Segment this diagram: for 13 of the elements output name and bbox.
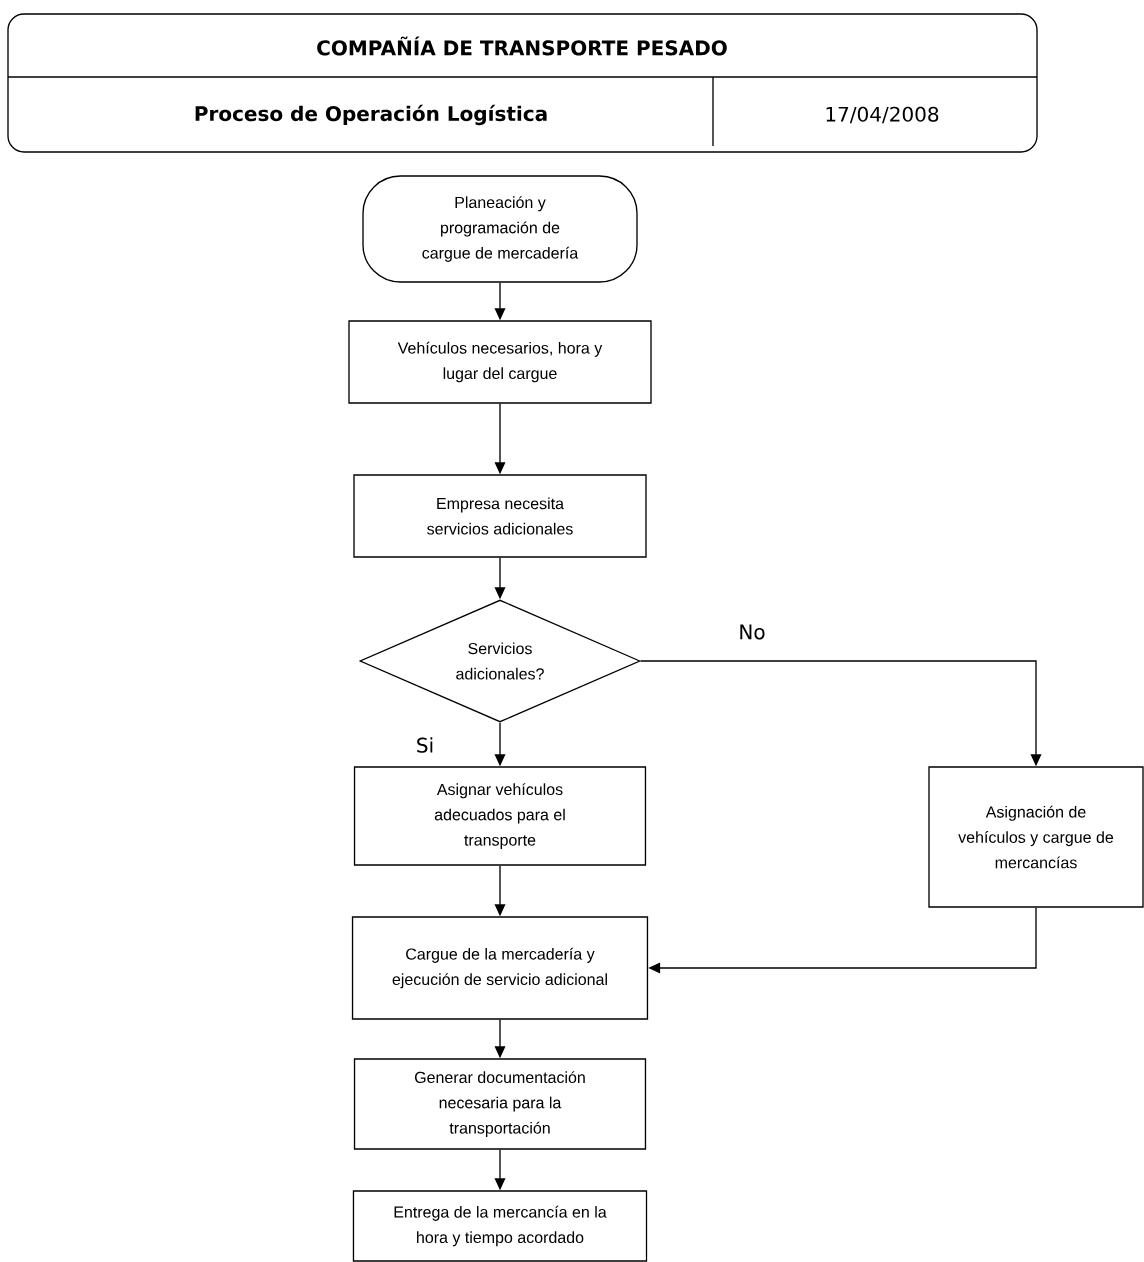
process-box: Vehículos necesarios, hora y lugar del cargue: [348, 320, 652, 404]
process-box: Asignar vehículos adecuados para el transporte: [353, 766, 647, 866]
title: COMPAÑÍA DE TRANSPORTE PESADO: [317, 36, 727, 56]
edge-label: Si: [414, 735, 436, 755]
process-box: Generar documentación necesaria para la transportación: [353, 1058, 647, 1150]
edge-label: No: [737, 623, 767, 641]
process-box: Empresa necesita servicios adicionales: [353, 474, 647, 558]
process-box: Cargue de la mercadería y ejecución de servicio adicional: [351, 916, 649, 1020]
process-name: Proceso de Operación Logística: [195, 104, 547, 126]
start-terminal: Planeación y programación de cargue de mercadería: [362, 175, 638, 283]
process-box: Asignación de vehículos y cargue de mercancías: [928, 766, 1144, 908]
date: 17/04/2008: [826, 106, 939, 124]
process-box: Entrega de la mercancía en la hora y tiempo acordado: [352, 1190, 648, 1262]
